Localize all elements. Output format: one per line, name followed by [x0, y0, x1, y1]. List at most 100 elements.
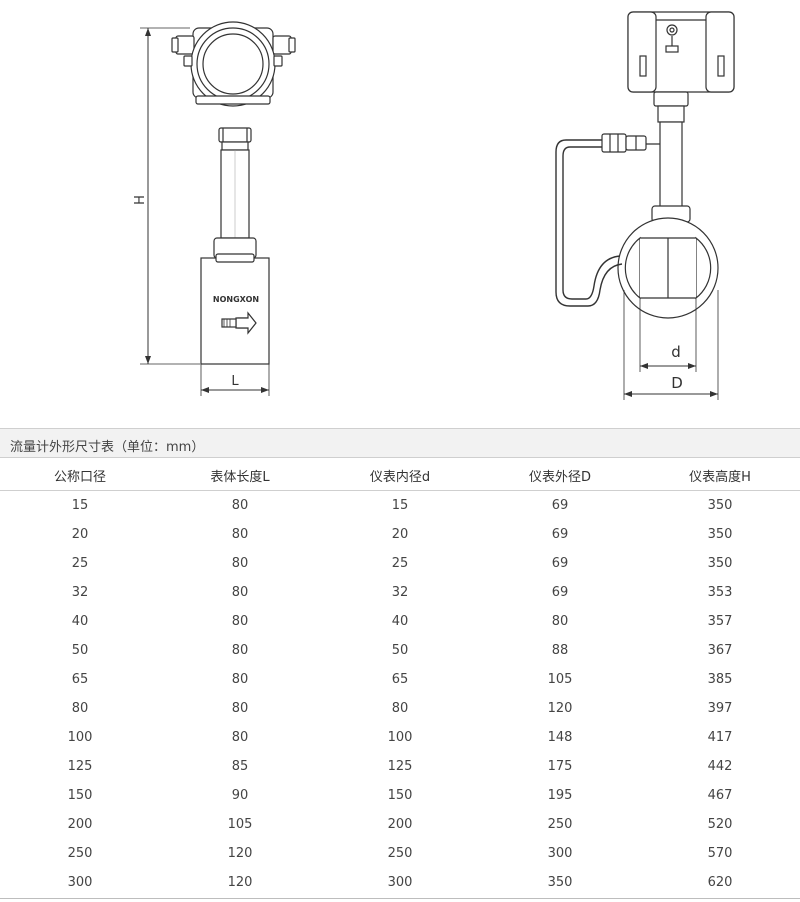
- table-cell: 353: [707, 585, 733, 600]
- table-cell: 88: [551, 643, 569, 658]
- table-cell: 175: [547, 759, 573, 774]
- table-row: 65 80 65 105 385: [0, 665, 800, 694]
- table-cell: 80: [231, 643, 249, 658]
- table-cell: 620: [707, 875, 733, 890]
- table-cell: 120: [227, 875, 253, 890]
- table-row: 250 120 250 300 570: [0, 839, 800, 868]
- table-cell: 397: [707, 701, 733, 716]
- dimension-label-D: D: [671, 374, 683, 392]
- table-cell: 32: [391, 585, 409, 600]
- table-cell: 15: [391, 498, 409, 513]
- table-cell: 250: [547, 817, 573, 832]
- table-cell: 250: [387, 846, 413, 861]
- table-cell: 20: [71, 527, 89, 542]
- bottom-divider: [0, 898, 800, 899]
- table-cell: 125: [67, 759, 93, 774]
- table-cell: 350: [707, 498, 733, 513]
- column-header: 仪表内径d: [320, 461, 480, 491]
- table-cell: 40: [71, 614, 89, 629]
- table-cell: 69: [551, 498, 569, 513]
- table-cell: 300: [67, 875, 93, 890]
- table-row: 125 85 125 175 442: [0, 752, 800, 781]
- table-cell: 25: [71, 556, 89, 571]
- table-cell: 357: [707, 614, 733, 629]
- table-cell: 69: [551, 585, 569, 600]
- table-cell: 80: [231, 585, 249, 600]
- table-row: 32 80 32 69 353: [0, 578, 800, 607]
- table-cell: 442: [707, 759, 733, 774]
- table-cell: 65: [391, 672, 409, 687]
- table-cell: 80: [71, 701, 89, 716]
- table-body: 15 80 15 69 350 20 80 20 69 350 25 80 25 69 350 32 80 32 6…: [0, 491, 800, 898]
- table-cell: 32: [71, 585, 89, 600]
- dimension-label-d: d: [671, 343, 681, 361]
- table-cell: 120: [227, 846, 253, 861]
- nameplate-text: NONGXON: [213, 295, 259, 304]
- table-cell: 148: [547, 730, 573, 745]
- table-cell: 200: [67, 817, 93, 832]
- table-cell: 125: [387, 759, 413, 774]
- table-cell: 15: [71, 498, 89, 513]
- table-cell: 20: [391, 527, 409, 542]
- table-row: 300 120 300 350 620: [0, 868, 800, 897]
- table-cell: 80: [231, 498, 249, 513]
- table-cell: 100: [67, 730, 93, 745]
- table-cell: 350: [707, 556, 733, 571]
- table-cell: 69: [551, 527, 569, 542]
- table-cell: 90: [231, 788, 249, 803]
- table-cell: 195: [547, 788, 573, 803]
- table-cell: 150: [67, 788, 93, 803]
- table-cell: 105: [547, 672, 573, 687]
- table-cell: 467: [707, 788, 733, 803]
- table-cell: 350: [707, 527, 733, 542]
- table-cell: 520: [707, 817, 733, 832]
- table-cell: 80: [231, 556, 249, 571]
- column-header: 公称口径: [0, 461, 160, 491]
- table-cell: 250: [67, 846, 93, 861]
- table-cell: 105: [227, 817, 253, 832]
- table-cell: 350: [547, 875, 573, 890]
- table-cell: 40: [391, 614, 409, 629]
- dimension-label-H: H: [133, 195, 148, 205]
- table-row: 15 80 15 69 350: [0, 491, 800, 521]
- table-cell: 417: [707, 730, 733, 745]
- table-row: 20 80 20 69 350: [0, 520, 800, 549]
- table-cell: 25: [391, 556, 409, 571]
- table-cell: 50: [71, 643, 89, 658]
- column-header: 仪表高度H: [640, 461, 800, 491]
- table-cell: 80: [231, 614, 249, 629]
- table-row: 40 80 40 80 357: [0, 607, 800, 636]
- table-cell: 80: [231, 672, 249, 687]
- table-cell: 100: [387, 730, 413, 745]
- table-cell: 80: [551, 614, 569, 629]
- dimension-drawing: H L NONGXON: [0, 0, 800, 420]
- table-cell: 385: [707, 672, 733, 687]
- table-cell: 367: [707, 643, 733, 658]
- table-cell: 200: [387, 817, 413, 832]
- table-cell: 80: [231, 527, 249, 542]
- column-header: 表体长度L: [160, 461, 320, 491]
- column-header: 仪表外径D: [480, 461, 640, 491]
- side-view: [555, 11, 735, 400]
- table-cell: 300: [387, 875, 413, 890]
- table-row: 80 80 80 120 397: [0, 694, 800, 723]
- table-cell: 80: [231, 701, 249, 716]
- table-caption-bar: 流量计外形尺寸表（单位：mm）: [0, 428, 800, 458]
- table-cell: 300: [547, 846, 573, 861]
- table-cell: 65: [71, 672, 89, 687]
- flowmeter-drawing-svg: H L NONGXON: [133, 11, 735, 400]
- front-view: [140, 21, 296, 396]
- table-cell: 570: [707, 846, 733, 861]
- table-row: 150 90 150 195 467: [0, 781, 800, 810]
- table-row: 200 105 200 250 520: [0, 810, 800, 839]
- table-cell: 85: [231, 759, 249, 774]
- table-cell: 120: [547, 701, 573, 716]
- table-cell: 150: [387, 788, 413, 803]
- table-cell: 80: [391, 701, 409, 716]
